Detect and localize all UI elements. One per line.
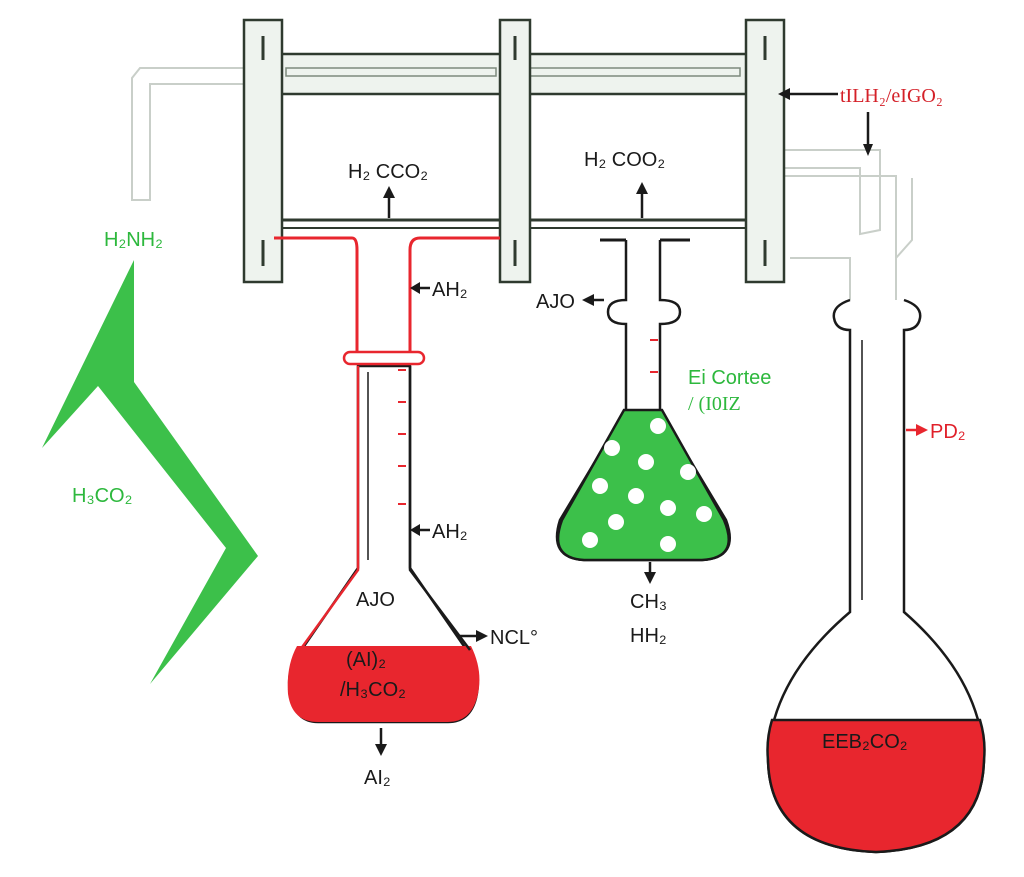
label-red-flask-side: NCL°: [490, 627, 538, 649]
label-green-flask-outlet-line2: HH₂: [630, 625, 667, 647]
label-left-green-top: H₂NH₂: [104, 229, 163, 251]
label-red-flask-lower-arrow: AH₂: [432, 521, 468, 543]
frame-arrows: [383, 88, 873, 218]
right-flask: [766, 298, 986, 854]
green-flask: [555, 238, 731, 562]
label-right-flask-side: PD₂: [930, 421, 966, 443]
label-green-flask-neck: AJO: [536, 291, 575, 313]
label-green-flask-note-line2: / (I0IZ: [688, 393, 741, 415]
red-flask: [287, 350, 480, 724]
pd-arrow: [906, 424, 928, 436]
label-green-flask-note-line1: Ei Cortee: [688, 367, 771, 389]
label-left-green-bottom: H₃CO₂: [72, 485, 132, 507]
label-top-left-formula: H₂ CCO₂: [348, 161, 428, 183]
label-right-flask-liquid: EEB₂CO₂: [822, 731, 908, 753]
side-arrows: [375, 282, 656, 756]
label-top-middle-formula: H₂ COO₂: [584, 149, 665, 171]
green-zigzag-arrow: [42, 260, 258, 684]
label-green-flask-outlet-line1: CH₃: [630, 591, 667, 613]
label-red-flask-upper-arrow: AH₂: [432, 279, 468, 301]
background-tubing: [131, 67, 913, 300]
label-top-right-formula: tILH₂/eIGO₂: [840, 85, 943, 107]
support-frame: [242, 18, 786, 284]
label-red-flask-liquid-line1: (AI)₂: [346, 649, 386, 671]
red-tube: [274, 236, 500, 352]
label-red-flask-liquid-line2: /H₃CO₂: [340, 679, 406, 701]
label-red-flask-inside: AJO: [356, 589, 395, 611]
label-red-flask-outlet: AI₂: [364, 767, 391, 789]
